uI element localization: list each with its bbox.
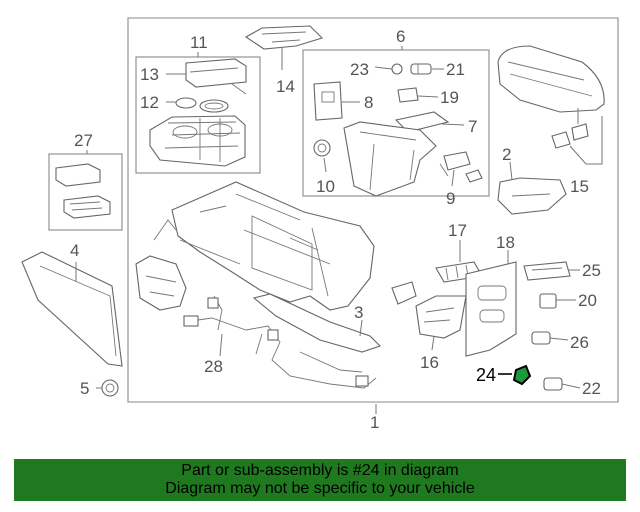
- part-8-bezel: [313, 81, 343, 121]
- callout-20: 20: [578, 291, 597, 310]
- part-20-switch: [539, 293, 557, 309]
- part-14-trim: [244, 25, 324, 70]
- callout-19: 19: [440, 88, 459, 107]
- callout-3: 3: [354, 303, 363, 322]
- callout-27: 27: [74, 131, 93, 150]
- callouts: 11 13 12 14 6 23 21 19 8 7 10 9 2 15 27 …: [70, 27, 601, 432]
- callout-13: 13: [140, 65, 159, 84]
- part-13-lid: [185, 58, 247, 95]
- callout-17: 17: [448, 221, 467, 240]
- callout-8: 8: [364, 93, 373, 112]
- callout-18: 18: [496, 233, 515, 252]
- callout-22: 22: [582, 379, 601, 398]
- part-3-trim: [252, 293, 382, 353]
- part-25-switch-panel: [523, 261, 571, 281]
- part-19-switch: [397, 87, 419, 103]
- part-9-connector: [439, 151, 483, 183]
- callout-12: 12: [140, 93, 159, 112]
- callout-24: 24: [476, 365, 496, 385]
- part-15-armrest: [497, 45, 605, 165]
- main-frame: [127, 17, 619, 403]
- callout-1: 1: [370, 413, 379, 432]
- callout-4: 4: [70, 241, 79, 260]
- callout-21: 21: [446, 60, 465, 79]
- part-23-clip: [391, 63, 403, 75]
- part-6-bin: [343, 121, 437, 197]
- part-2-bracket: [497, 177, 567, 215]
- part-27-module: [55, 163, 111, 219]
- footer-banner: Part or sub-assembly is #24 in diagram D…: [14, 459, 626, 501]
- part-4-side-panel: [21, 251, 123, 367]
- part-26-connector: [531, 331, 551, 345]
- part-12-cupholder-ring: [175, 97, 229, 113]
- part-18-trim-plate: [465, 261, 517, 357]
- callout-5: 5: [80, 379, 89, 398]
- callout-16: 16: [420, 353, 439, 372]
- callout-14: 14: [276, 77, 295, 96]
- shifter-assembly: [135, 219, 187, 311]
- group-6-frame: [302, 49, 490, 197]
- parts-diagram: 11 13 12 14 6 23 21 19 8 7 10 9 2 15 27 …: [21, 17, 619, 432]
- footer-line-2: Diagram may not be specific to your vehi…: [165, 480, 475, 497]
- callout-25: 25: [582, 261, 601, 280]
- part-10-socket: [313, 139, 331, 157]
- callout-28: 28: [204, 357, 223, 376]
- callout-26: 26: [570, 333, 589, 352]
- part-5-cap: [101, 379, 119, 397]
- callout-23: 23: [350, 60, 369, 79]
- footer-line-1: Part or sub-assembly is #24 in diagram: [181, 462, 459, 479]
- callout-11: 11: [190, 33, 208, 52]
- part-22-bulb: [543, 377, 563, 391]
- part-1-console-body: [171, 181, 375, 311]
- part-16-bezel: [415, 295, 467, 339]
- part-28-harness: [183, 295, 377, 389]
- callout-10: 10: [316, 177, 335, 196]
- part-11-cupholder-insert: [149, 115, 246, 167]
- leader-lines: [96, 66, 581, 414]
- group-27-frame: [48, 153, 123, 231]
- callout-6: 6: [396, 27, 405, 46]
- callout-9: 9: [446, 189, 455, 208]
- callout-7: 7: [468, 117, 477, 136]
- part-21-bulb: [410, 63, 432, 75]
- part-24-highlighted: [512, 364, 532, 386]
- callout-15: 15: [570, 177, 589, 196]
- bracket-clip: [391, 281, 417, 305]
- callout-2: 2: [502, 145, 511, 164]
